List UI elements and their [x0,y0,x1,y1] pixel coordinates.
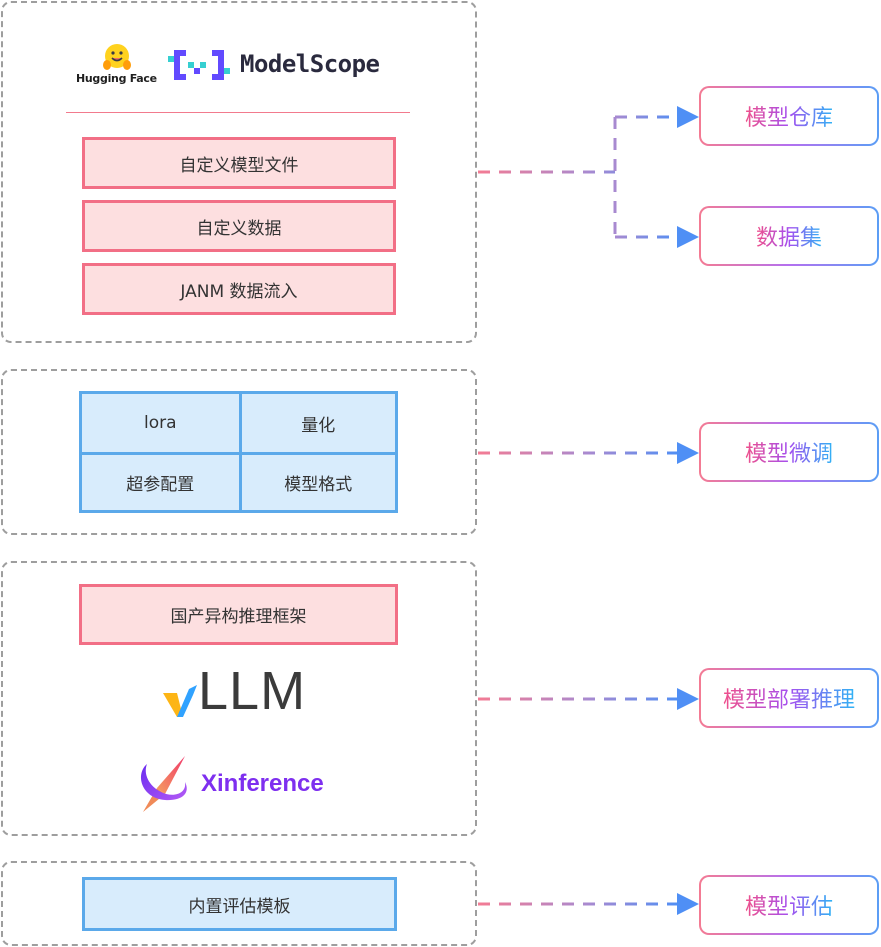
target-label: 模型部署推理 [723,682,855,714]
arrow-head-icon [677,226,699,248]
finetune-cell-hyperparams: 超参配置 [82,452,239,510]
modelscope-logo-text: ModelScope [240,50,380,78]
builtin-eval-template-box: 内置评估模板 [82,877,397,931]
target-label: 数据集 [756,220,822,252]
target-eval: 模型评估 [699,875,879,935]
vllm-icon [163,685,197,717]
arrow-head-icon [677,442,699,464]
xinference-icon [141,756,187,812]
finetune-grid: lora 量化 超参配置 模型格式 [79,391,398,513]
finetune-cell-quantization: 量化 [238,394,396,452]
logo-divider [66,112,410,113]
modelscope-icon [168,50,230,80]
target-dataset: 数据集 [699,206,879,266]
custom-model-files-box: 自定义模型文件 [82,137,396,189]
janm-data-inflow-box: JANM 数据流入 [82,263,396,315]
huggingface-icon [103,44,131,70]
vllm-logo-text: LLM [198,661,307,721]
group-finetune [1,369,477,535]
domestic-inference-framework-box: 国产异构推理框架 [79,584,398,645]
arrow-head-icon [677,688,699,710]
custom-data-box: 自定义数据 [82,200,396,252]
group-eval [1,861,477,946]
huggingface-logo-text: Hugging Face [76,72,157,85]
group-deploy [1,561,477,836]
target-model-repo: 模型仓库 [699,86,879,146]
target-label: 模型仓库 [745,100,833,132]
xinference-logo-text: Xinference [201,770,324,797]
group-model-hub [1,1,477,343]
connector-model-hub [478,115,680,239]
target-label: 模型微调 [745,436,833,468]
target-finetune: 模型微调 [699,422,879,482]
target-label: 模型评估 [745,889,833,921]
finetune-cell-model-format: 模型格式 [238,452,395,510]
finetune-cell-lora: lora [143,413,177,433]
arrow-head-icon [677,106,699,128]
target-deploy-inference: 模型部署推理 [699,668,879,728]
arrow-head-icon [677,893,699,915]
